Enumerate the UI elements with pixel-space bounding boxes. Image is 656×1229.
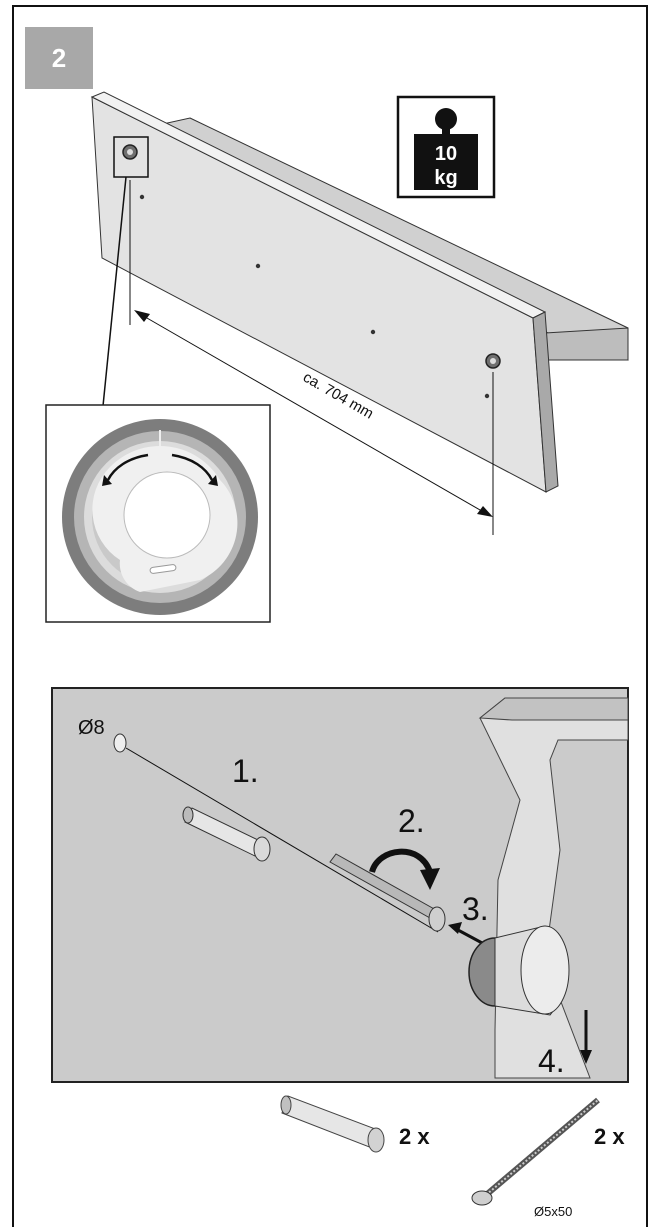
screw-icon	[329, 853, 446, 932]
shelf-drawing	[90, 91, 629, 493]
part-1-quantity: 2 x	[399, 1124, 430, 1149]
step-1-label: 1.	[232, 753, 259, 789]
step-4-label: 4.	[538, 1043, 565, 1079]
detail-leader-line	[102, 176, 127, 407]
step-3-label: 3.	[462, 891, 489, 927]
part-wall-plug-icon	[280, 1095, 385, 1153]
weight-limit-icon: 10 kg	[396, 95, 496, 199]
part-2-quantity: 2 x	[594, 1124, 625, 1149]
fitting-icon	[468, 925, 570, 1016]
step-2-label: 2.	[398, 803, 425, 839]
weight-value: 10	[435, 143, 457, 165]
wall-plug-icon	[182, 806, 271, 862]
wall-mounting-panel	[51, 687, 629, 1083]
step-number-badge: 2	[25, 27, 93, 89]
weight-unit: kg	[434, 167, 457, 189]
page-frame	[12, 5, 648, 1227]
dimension-line	[129, 180, 494, 535]
parts-list	[280, 1095, 600, 1206]
part-2-spec: Ø5x50	[534, 1204, 572, 1219]
part-screw-icon	[471, 1097, 600, 1206]
fitting-detail-inset	[45, 404, 271, 623]
hole-diameter-label: Ø8	[78, 717, 105, 739]
